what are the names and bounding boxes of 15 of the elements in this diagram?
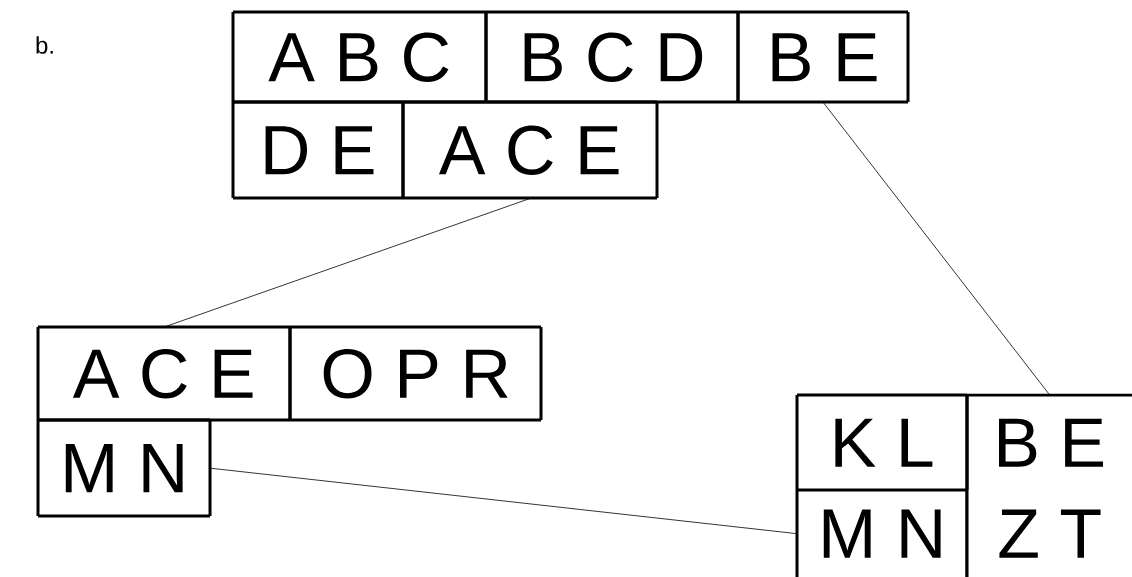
connector-line (210, 467, 798, 535)
table-cell: B E (965, 393, 1132, 492)
table-cell: K L (795, 393, 969, 492)
table-cell: O P R (288, 325, 543, 422)
connector-line (822, 102, 1051, 396)
table-cell: D E (231, 100, 405, 200)
table-cell: M N (795, 488, 969, 577)
table-cell: B E (736, 10, 910, 104)
connector-line (163, 198, 531, 328)
table-cell: B C D (484, 10, 740, 104)
table-cell: A C E (401, 100, 659, 200)
table-cell: A C E (36, 325, 292, 422)
panel-label: b. (36, 36, 53, 54)
table-cell: A B C (231, 10, 488, 104)
table-cell: M N (36, 418, 212, 518)
